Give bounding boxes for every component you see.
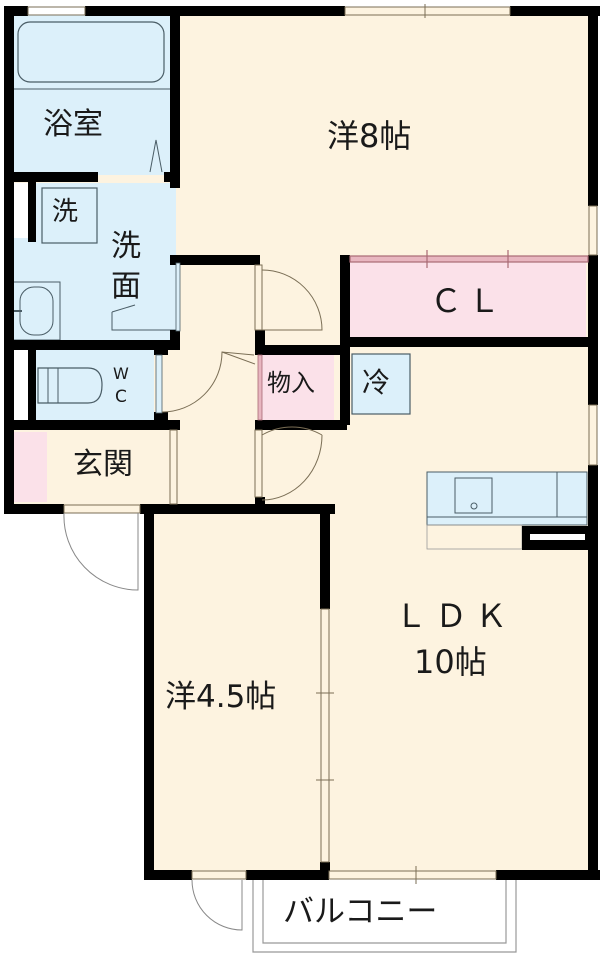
fridge-space-icon bbox=[351, 353, 411, 415]
closet-doors bbox=[349, 250, 589, 268]
storage-floor bbox=[262, 352, 334, 420]
kitchen-sink-icon bbox=[454, 477, 493, 514]
wc-label-2: C bbox=[115, 387, 127, 407]
bath-floor bbox=[12, 12, 174, 175]
door-swings bbox=[63, 269, 323, 931]
windows bbox=[27, 4, 598, 884]
toilet-icon bbox=[37, 367, 103, 404]
balcony-label: バルコニー bbox=[283, 894, 438, 930]
storage-label: 物入 bbox=[267, 369, 315, 397]
shoe-storage bbox=[12, 432, 47, 502]
washroom-label-2: 面 bbox=[111, 269, 141, 304]
balcony-outline bbox=[252, 880, 517, 953]
washer-pan-icon bbox=[41, 187, 98, 244]
western-45-label: 洋4.5帖 bbox=[165, 679, 277, 715]
closet-floor bbox=[346, 262, 586, 338]
kitchen-counter bbox=[426, 471, 588, 518]
walls bbox=[4, 6, 600, 880]
western-8-label: 洋8帖 bbox=[327, 117, 412, 155]
bathtub-icon bbox=[17, 21, 165, 83]
ldk-label: ＬＤＫ bbox=[395, 597, 516, 635]
ldk-size-label: 10帖 bbox=[414, 643, 487, 681]
bath-label: 浴室 bbox=[43, 107, 103, 142]
closet-label: ＣＬ bbox=[430, 282, 507, 320]
wc-label-1: W bbox=[113, 364, 129, 383]
washer-pan-label: 洗 bbox=[52, 197, 79, 227]
wc-floor bbox=[34, 350, 154, 420]
fridge-label: 冷 bbox=[362, 366, 391, 399]
entrance-label: 玄関 bbox=[73, 447, 133, 482]
washroom-label-1: 洗 bbox=[111, 229, 141, 264]
